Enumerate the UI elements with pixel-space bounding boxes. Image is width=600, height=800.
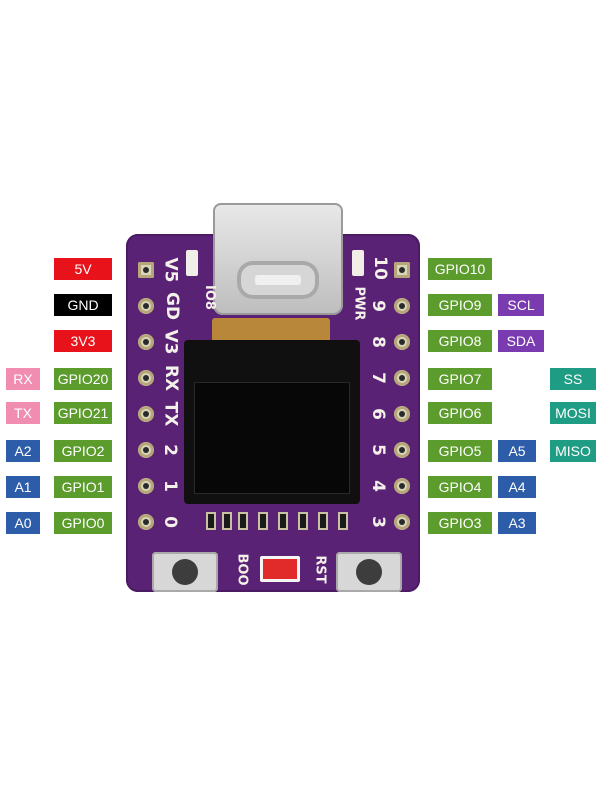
- pin-label-gpio7: GPIO7: [428, 368, 492, 390]
- oled-display: [184, 340, 360, 504]
- pad-4: [394, 478, 410, 494]
- pad-v3: [138, 334, 154, 350]
- boot-button-cap: [172, 559, 198, 585]
- silk-4: 4: [367, 480, 388, 492]
- pad-8: [394, 334, 410, 350]
- led-pwr-icon: [352, 250, 364, 276]
- led-io8-icon: [186, 250, 198, 276]
- silk-gd: GD: [162, 291, 183, 321]
- silk-6: 6: [367, 408, 388, 420]
- pin-label-gpio3: GPIO3: [428, 512, 492, 534]
- smd-component: [206, 512, 216, 530]
- pin-label-ss: SS: [550, 368, 596, 390]
- reset-button-cap: [356, 559, 382, 585]
- pin-label-sda: SDA: [498, 330, 544, 352]
- smd-component: [338, 512, 348, 530]
- silk-2: 2: [159, 444, 180, 456]
- pad-v5: [138, 262, 154, 278]
- smd-component: [222, 512, 232, 530]
- smd-component: [318, 512, 328, 530]
- pad-3: [394, 514, 410, 530]
- pad-10: [394, 262, 410, 278]
- oled-ribbon: [212, 318, 330, 344]
- pin-label-gpio1: GPIO1: [54, 476, 112, 498]
- pin-label-mosi: MOSI: [550, 402, 596, 424]
- pad-5: [394, 442, 410, 458]
- red-led: [260, 556, 300, 582]
- silk-9: 9: [367, 300, 388, 312]
- silk-0: 0: [159, 516, 180, 528]
- silk-rst: RST: [312, 555, 328, 584]
- pin-label-rx: RX: [6, 368, 40, 390]
- pad-0: [138, 514, 154, 530]
- usb-c-tongue: [255, 275, 301, 285]
- silk-10: 10: [369, 256, 390, 280]
- pin-label-a1: A1: [6, 476, 40, 498]
- pad-1: [138, 478, 154, 494]
- pad-tx: [138, 406, 154, 422]
- usb-c-connector: [213, 203, 343, 315]
- pad-9: [394, 298, 410, 314]
- silk-boot: BOO: [234, 553, 250, 586]
- pad-rx: [138, 370, 154, 386]
- pin-label-gpio0: GPIO0: [54, 512, 112, 534]
- pin-label-3v3: 3V3: [54, 330, 112, 352]
- pin-label-gpio5: GPIO5: [428, 440, 492, 462]
- silk-3: 3: [367, 516, 388, 528]
- silk-7: 7: [367, 372, 388, 384]
- reset-button[interactable]: [336, 552, 402, 592]
- pin-label-gpio21: GPIO21: [54, 402, 112, 424]
- smd-component: [238, 512, 248, 530]
- silk-io8: IO8: [201, 285, 217, 310]
- pin-label-gpio4: GPIO4: [428, 476, 492, 498]
- pin-label-a0: A0: [6, 512, 40, 534]
- pin-label-gpio2: GPIO2: [54, 440, 112, 462]
- pin-label-a5: A5: [498, 440, 536, 462]
- pin-label-a4: A4: [498, 476, 536, 498]
- silk-v5: V5: [160, 257, 181, 283]
- pin-label-a3: A3: [498, 512, 536, 534]
- usb-c-port: [237, 261, 319, 299]
- silk-rx: RX: [161, 364, 182, 392]
- pin-label-gnd: GND: [54, 294, 112, 316]
- pad-6: [394, 406, 410, 422]
- pad-gnd: [138, 298, 154, 314]
- pin-label-gpio6: GPIO6: [428, 402, 492, 424]
- boot-button[interactable]: [152, 552, 218, 592]
- silk-8: 8: [367, 336, 388, 348]
- pin-label-scl: SCL: [498, 294, 544, 316]
- pin-label-gpio10: GPIO10: [428, 258, 492, 280]
- pin-label-gpio8: GPIO8: [428, 330, 492, 352]
- pin-label-tx: TX: [6, 402, 40, 424]
- silk-5: 5: [367, 444, 388, 456]
- smd-component: [258, 512, 268, 530]
- pad-7: [394, 370, 410, 386]
- pad-2: [138, 442, 154, 458]
- pin-label-gpio20: GPIO20: [54, 368, 112, 390]
- silk-1: 1: [159, 480, 180, 492]
- silk-v3: V3: [160, 329, 181, 355]
- smd-component: [298, 512, 308, 530]
- pin-label-5v: 5V: [54, 258, 112, 280]
- silk-pwr: PWR: [351, 286, 367, 321]
- pin-label-a2: A2: [6, 440, 40, 462]
- smd-component: [278, 512, 288, 530]
- pin-label-gpio9: GPIO9: [428, 294, 492, 316]
- silk-tx: TX: [160, 401, 181, 427]
- oled-screen: [194, 382, 350, 494]
- pin-label-miso: MISO: [550, 440, 596, 462]
